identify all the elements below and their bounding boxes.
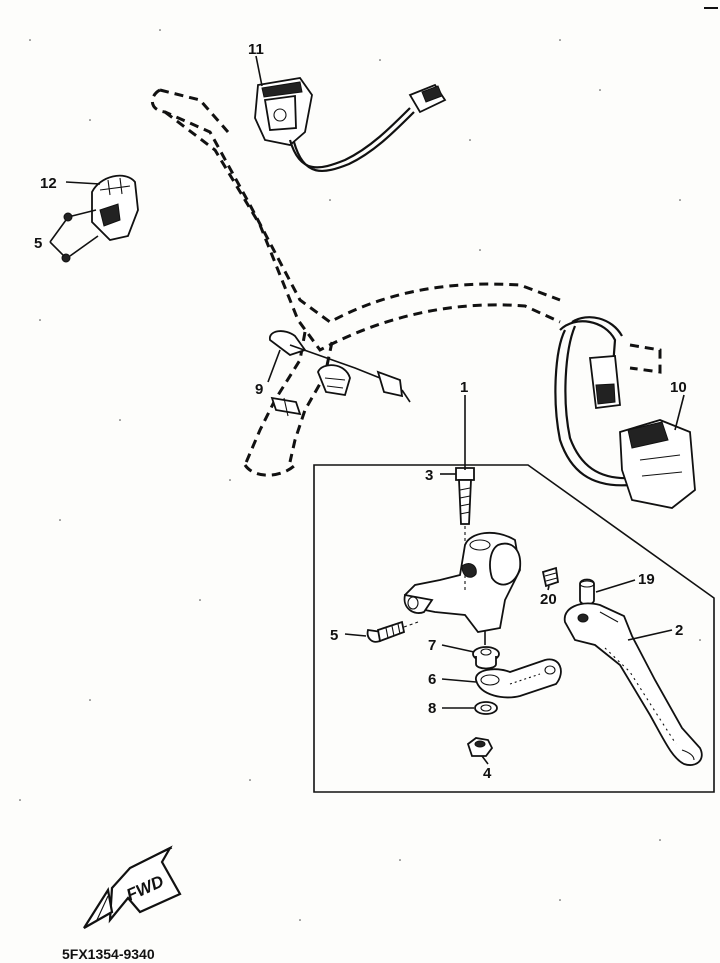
leader-lines (49, 55, 685, 765)
callout-7: 7 (428, 637, 436, 654)
callout-2: 2 (675, 622, 683, 639)
part-20-spring (541, 566, 559, 588)
part-8-washer (474, 701, 498, 715)
callout-12: 12 (40, 175, 57, 192)
callout-1: 1 (460, 379, 468, 396)
callout-20: 20 (540, 591, 557, 608)
callout-19: 19 (638, 571, 655, 588)
screw-5 (61, 209, 99, 263)
callout-labels: 11 12 5 9 10 1 3 5 20 19 2 7 6 8 4 (34, 41, 687, 782)
callout-9: 9 (255, 381, 263, 398)
part-4-nut (466, 737, 494, 757)
detail-box (313, 464, 715, 793)
part-6-plate (475, 658, 562, 699)
part-10-switch-box (554, 316, 696, 509)
part-1-lever-holder (403, 531, 522, 645)
part-11-switch (254, 77, 447, 173)
part-2-lever (563, 602, 703, 766)
paper-speckles (19, 29, 701, 921)
part-9-cable-guide (269, 330, 411, 417)
callout-11: 11 (248, 41, 264, 58)
drawing-code: 5FX1354-9340 (62, 946, 155, 962)
callout-10: 10 (670, 379, 687, 396)
callout-8: 8 (428, 700, 436, 717)
part-7-washer (472, 646, 500, 670)
callout-5-lower: 5 (330, 627, 338, 644)
handlebar-outline (150, 88, 662, 477)
callout-3: 3 (425, 467, 433, 484)
fwd-arrow: FWD (83, 845, 182, 929)
callout-5-upper: 5 (34, 235, 42, 252)
part-19-collar (579, 578, 595, 612)
part-12-switch-housing (61, 174, 139, 263)
callout-6: 6 (428, 671, 436, 688)
part-5-screw (366, 620, 419, 643)
callout-4: 4 (483, 765, 492, 782)
